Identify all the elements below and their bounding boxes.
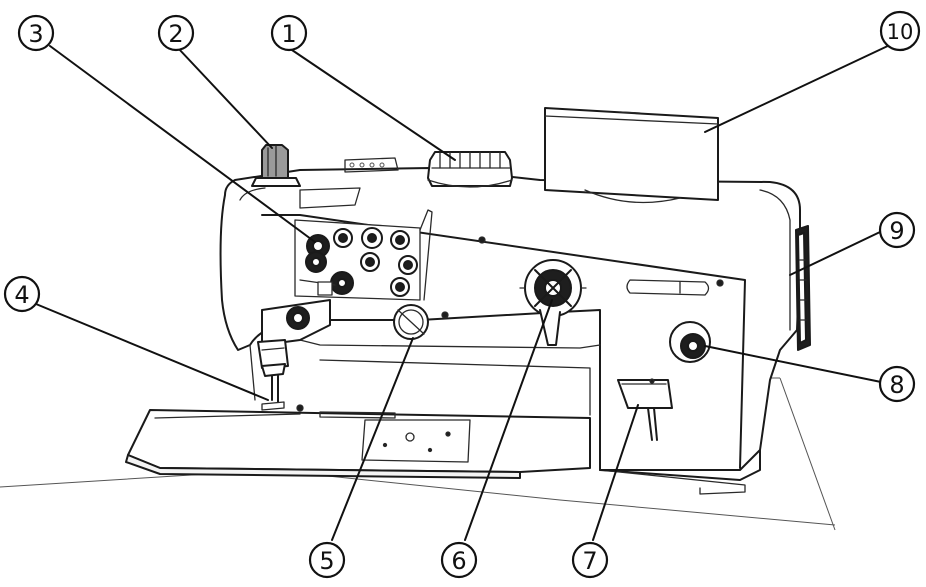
leader-4: [35, 303, 269, 401]
leader-6: [464, 299, 553, 541]
callout-1-label: 1: [281, 20, 296, 48]
callout-8: 8: [878, 365, 916, 403]
callout-4: 4: [3, 275, 41, 313]
callout-6-label: 6: [451, 547, 466, 575]
callout-10: 10: [879, 10, 921, 52]
callout-10-label: 10: [887, 20, 914, 44]
leader-3: [49, 45, 316, 243]
leader-7: [592, 404, 639, 541]
callout-7: 7: [571, 541, 609, 579]
callout-7-label: 7: [582, 547, 597, 575]
callout-6: 6: [440, 541, 478, 579]
callout-8-label: 8: [889, 371, 904, 399]
bed-plate: [125, 404, 591, 479]
callout-9: 9: [878, 211, 916, 249]
leader-8: [704, 345, 882, 383]
lever: [617, 378, 673, 441]
regulator-dial: [519, 259, 587, 346]
stitch-length-dial: [427, 151, 513, 188]
leader-lines: [35, 43, 893, 541]
callout-3: 3: [17, 14, 55, 52]
leader-9: [789, 231, 881, 276]
leader-1: [288, 47, 456, 161]
callout-3-label: 3: [28, 20, 43, 48]
control-panel: [544, 107, 719, 204]
thread-tension-unit: [294, 209, 433, 301]
spool-pin: [251, 144, 301, 187]
leader-10: [704, 43, 893, 133]
needle-assembly: [257, 299, 331, 411]
leader-5: [331, 337, 414, 541]
leader-2: [177, 47, 273, 149]
handwheel: [795, 225, 811, 351]
knob: [393, 304, 429, 340]
callout-2: 2: [157, 14, 195, 52]
callout-1: 1: [270, 14, 308, 52]
callout-5-label: 5: [319, 547, 334, 575]
callout-5: 5: [308, 541, 346, 579]
callout-2-label: 2: [168, 20, 183, 48]
callout-4-label: 4: [14, 281, 29, 309]
callout-9-label: 9: [889, 217, 904, 245]
side-knob: [669, 321, 711, 363]
